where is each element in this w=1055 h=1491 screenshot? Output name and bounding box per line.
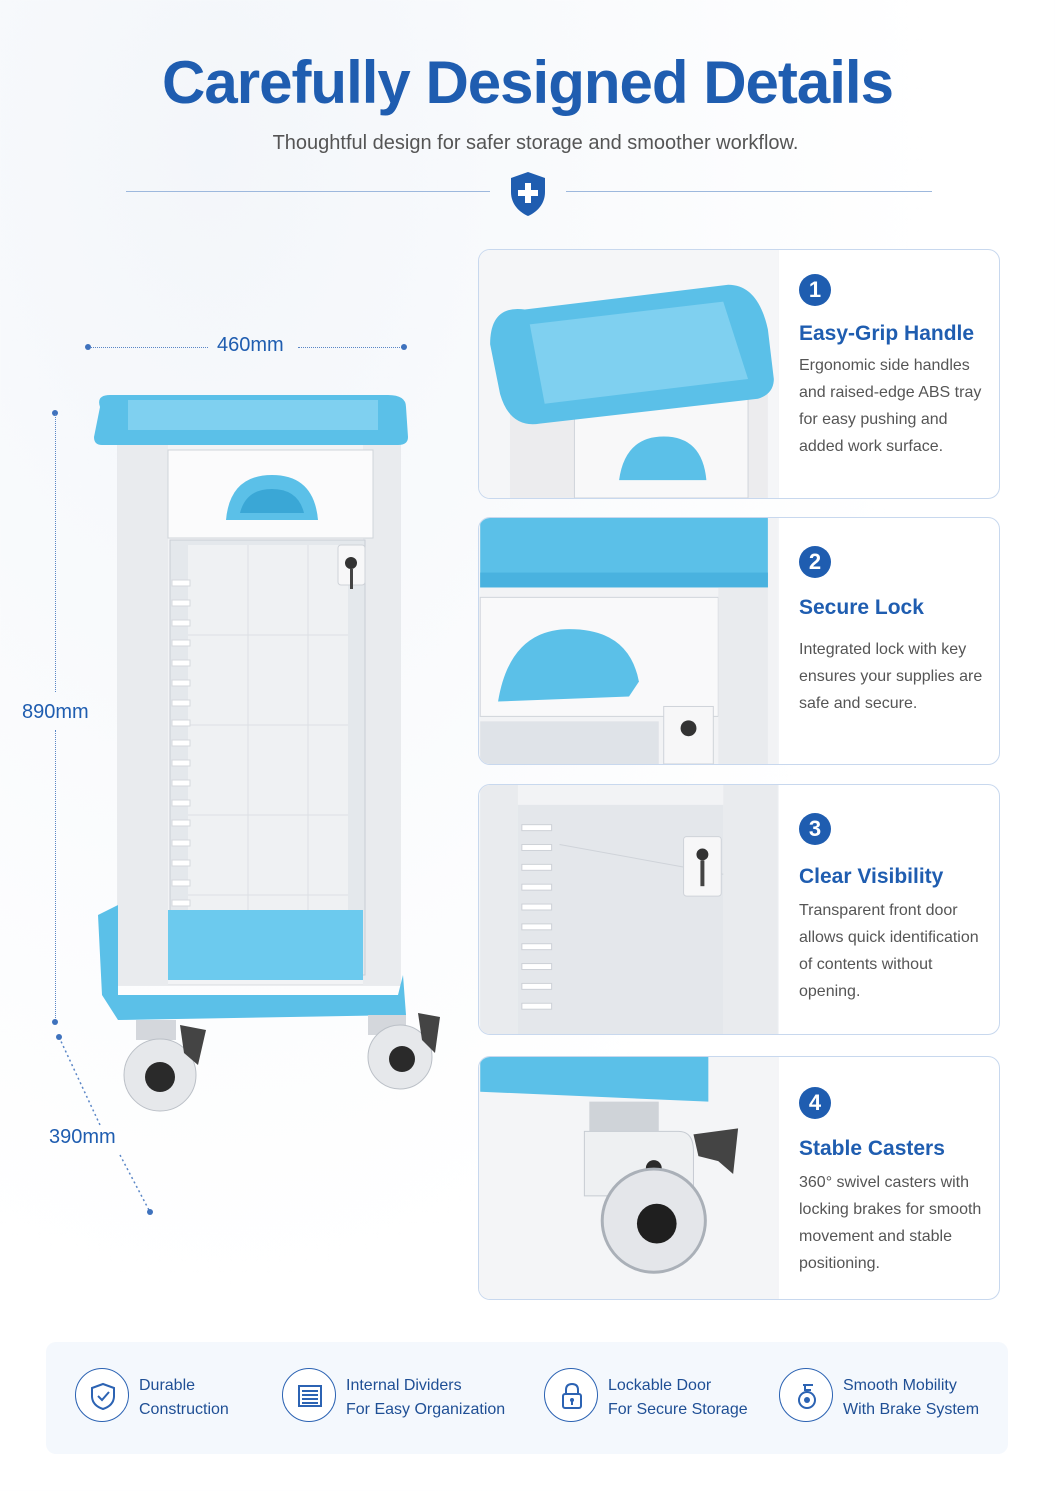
height-dimension: 890mm (22, 701, 89, 723)
detail-title-4: Stable Casters (799, 1137, 945, 1160)
width-dim-line-right (298, 347, 404, 348)
feature-2-line2: For Easy Organization (346, 1401, 506, 1418)
detail-card-stable-casters: 4 Stable Casters 360° swivel casters wit… (478, 1056, 1000, 1300)
detail-card-easy-grip-handle: 1 Easy-Grip Handle Ergonomic side handle… (478, 249, 1000, 499)
detail-number-4: 4 (799, 1087, 831, 1119)
feature-3-line1: Lockable Door (608, 1377, 712, 1394)
detail-title-2: Secure Lock (799, 596, 924, 619)
feature-1-line2: Construction (139, 1401, 229, 1418)
height-dim-dot-top (52, 410, 58, 416)
depth-dim-line (56, 1034, 153, 1215)
lock-closeup-image (479, 518, 779, 764)
detail-number-2: 2 (799, 546, 831, 578)
features-strip: Durable Construction Internal Dividers F… (46, 1342, 1008, 1454)
detail-number-3: 3 (799, 813, 831, 845)
divider-line-left (126, 191, 490, 192)
medical-shield-icon (511, 172, 545, 216)
detail-card-secure-lock: 2 Secure Lock Integrated lock with key e… (478, 517, 1000, 765)
feature-3-line2: For Secure Storage (608, 1401, 748, 1418)
detail-number-1: 1 (799, 274, 831, 306)
detail-description-2: Integrated lock with key ensures your su… (799, 641, 983, 712)
width-dim-dot-left (85, 344, 91, 350)
width-dim-line-left (90, 347, 208, 348)
caster-closeup-image (479, 1057, 779, 1299)
caster-wheel-icon (779, 1368, 833, 1422)
depth-dimension: 390mm (49, 1126, 116, 1148)
detail-title-1: Easy-Grip Handle (799, 322, 975, 345)
shield-check-icon (75, 1368, 129, 1422)
height-dim-dot-bottom (52, 1019, 58, 1025)
door-closeup-image (479, 785, 779, 1034)
padlock-icon (544, 1368, 598, 1422)
page-title: Carefully Designed Details (162, 49, 894, 116)
dividers-icon (282, 1368, 336, 1422)
width-dim-dot-right (401, 344, 407, 350)
page-subtitle: Thoughtful design for safer storage and … (272, 132, 799, 154)
width-dimension: 460mm (217, 334, 284, 356)
divider-line-right (566, 191, 932, 192)
handle-closeup-image (479, 250, 779, 498)
feature-2-line1: Internal Dividers (346, 1377, 462, 1394)
feature-4-line1: Smooth Mobility (843, 1377, 957, 1394)
medical-cart-illustration (94, 395, 440, 1112)
detail-description-3: Transparent front door allows quick iden… (799, 902, 979, 1000)
height-dim-line-bottom (55, 730, 56, 1022)
height-dim-line-top (55, 414, 56, 692)
detail-title-3: Clear Visibility (799, 865, 944, 888)
detail-description-4: 360° swivel casters with locking brakes … (799, 1174, 982, 1272)
feature-4-line2: With Brake System (843, 1401, 980, 1418)
feature-1-line1: Durable (139, 1377, 196, 1394)
detail-card-clear-visibility: 3 Clear Visibility Transparent front doo… (478, 784, 1000, 1035)
detail-description-1: Ergonomic side handles and raised-edge A… (799, 357, 982, 455)
